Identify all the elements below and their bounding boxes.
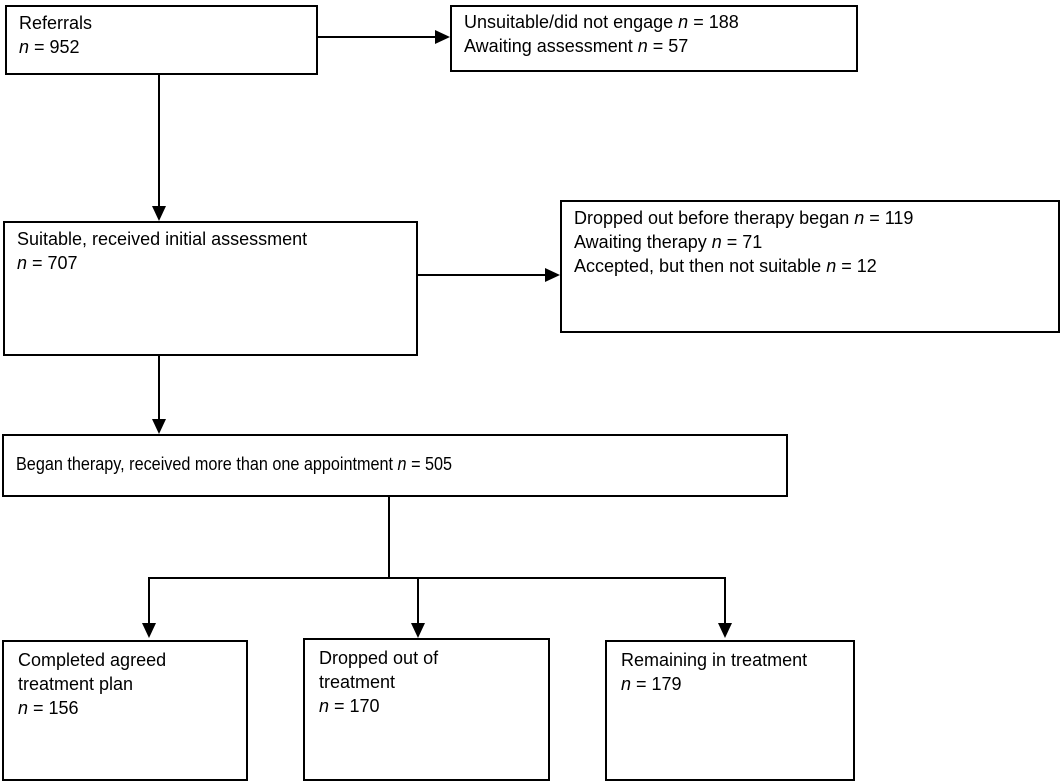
- arrow-suitable-to-began: [158, 356, 160, 419]
- box-began-therapy: Began therapy, received more than one ap…: [2, 434, 788, 497]
- arrowhead-down-icon: [411, 623, 425, 638]
- box-line: Suitable, received initial assessment: [17, 229, 308, 249]
- box-line: n = 156: [18, 698, 79, 718]
- box-line: Awaiting therapy n = 71: [574, 232, 763, 252]
- box-line: n = 707: [17, 253, 78, 273]
- box-completed-treatment: Completed agreed treatment plan n = 156: [2, 640, 248, 781]
- arrowhead-right-icon: [545, 268, 560, 282]
- box-line: Dropped out before therapy began n = 119: [574, 208, 914, 228]
- box-line: Remaining in treatment: [621, 650, 808, 670]
- box-line: Unsuitable/did not engage n = 188: [464, 12, 739, 32]
- arrow-began-to-dropped-out: [417, 577, 419, 623]
- box-line: Referrals: [19, 13, 93, 33]
- arrowhead-down-icon: [718, 623, 732, 638]
- arrow-suitable-to-dropped-before: [418, 274, 545, 276]
- arrow-referrals-to-suitable: [158, 75, 160, 206]
- arrow-referrals-to-unsuitable: [318, 36, 435, 38]
- arrowhead-down-icon: [152, 419, 166, 434]
- box-suitable: Suitable, received initial assessment n …: [3, 221, 418, 356]
- box-dropped-out-treatment: Dropped out of treatment n = 170: [303, 638, 550, 781]
- box-line: Began therapy, received more than one ap…: [16, 454, 453, 474]
- box-line: treatment plan: [18, 674, 134, 694]
- box-line: n = 170: [319, 696, 380, 716]
- box-remaining-in-treatment: Remaining in treatment n = 179: [605, 640, 855, 781]
- box-line: n = 952: [19, 37, 80, 57]
- box-line: Dropped out of: [319, 648, 439, 668]
- box-line: treatment: [319, 672, 396, 692]
- box-dropped-before-therapy: Dropped out before therapy began n = 119…: [560, 200, 1060, 333]
- arrow-began-to-remaining: [724, 577, 726, 623]
- box-line: n = 179: [621, 674, 682, 694]
- box-referrals: Referrals n = 952: [5, 5, 318, 75]
- arrowhead-down-icon: [152, 206, 166, 221]
- box-line: Completed agreed: [18, 650, 167, 670]
- box-unsuitable: Unsuitable/did not engage n = 188 Awaiti…: [450, 5, 858, 72]
- arrowhead-right-icon: [435, 30, 450, 44]
- arrowhead-down-icon: [142, 623, 156, 638]
- box-line: Awaiting assessment n = 57: [464, 36, 689, 56]
- branch-connector-line: [148, 577, 726, 579]
- arrow-began-to-completed: [148, 577, 150, 623]
- box-line: Accepted, but then not suitable n = 12: [574, 256, 877, 276]
- branch-stem-line: [388, 497, 390, 578]
